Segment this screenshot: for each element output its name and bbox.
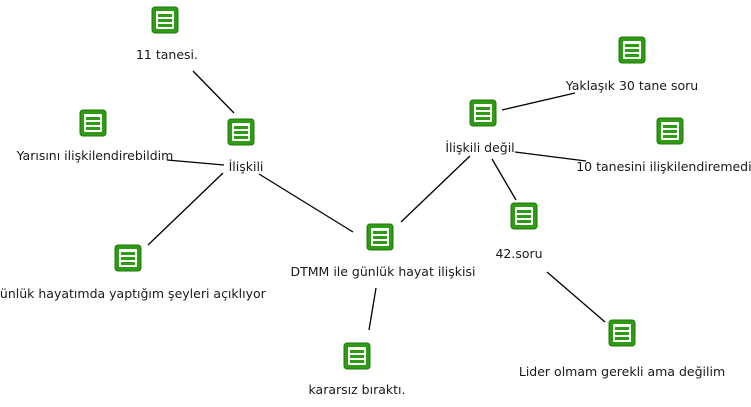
node-lider[interactable]: Lider olmam gerekli ama değilim: [519, 319, 725, 379]
node-11-tanesi[interactable]: 11 tanesi.: [136, 6, 198, 62]
nodes-layer: DTMM ile günlük hayat ilişkisi İlişkili İl…: [0, 6, 751, 397]
node-iliskili[interactable]: İlişkili: [227, 118, 264, 174]
document-icon: [79, 109, 107, 137]
edges-layer: [147, 70, 606, 331]
node-center[interactable]: DTMM ile günlük hayat ilişkisi: [291, 223, 476, 279]
node-label-gunluk: Günlük hayatımda yaptığım şeyleri açıklı…: [0, 286, 267, 301]
edge-iliskili-to-yarisini: [166, 159, 225, 166]
document-icon: [656, 117, 684, 145]
document-icon: [510, 202, 538, 230]
node-10-tanesini[interactable]: 10 tanesini ilişkilendiremedim: [576, 117, 751, 174]
node-42-soru[interactable]: 42.soru: [495, 202, 543, 261]
edge-center-to-iliskili: [258, 173, 354, 233]
document-icon: [608, 319, 636, 347]
edge-iliskili-to-gunluk: [147, 172, 224, 246]
document-icon: [114, 244, 142, 272]
node-label-iliskili-degil: İlişkili değil: [445, 140, 514, 155]
node-iliskili-degil[interactable]: İlişkili değil: [445, 99, 515, 155]
node-label-11-tanesi: 11 tanesi.: [136, 47, 198, 62]
edge-iliskili-to-11-tanesi: [192, 70, 235, 114]
document-icon: [227, 118, 255, 146]
edge-42-soru-to-lider: [546, 271, 606, 323]
node-label-yarisini: Yarısını ilişkilendirebildim: [16, 148, 174, 163]
edge-iliskili-degil-to-42-soru: [491, 158, 517, 201]
document-icon: [366, 223, 394, 251]
node-yaklasik[interactable]: Yaklaşık 30 tane soru: [565, 36, 698, 93]
node-label-center: DTMM ile günlük hayat ilişkisi: [291, 264, 476, 279]
edge-iliskili-degil-to-yaklasik: [501, 92, 576, 111]
node-gunluk[interactable]: Günlük hayatımda yaptığım şeyleri açıklı…: [0, 244, 267, 301]
document-icon: [469, 99, 497, 127]
node-yarisini[interactable]: Yarısını ilişkilendirebildim: [16, 109, 174, 163]
edge-iliskili-degil-to-10-tanesini: [514, 151, 587, 162]
edge-center-to-iliskili-degil: [400, 155, 471, 223]
node-label-10-tanesini: 10 tanesini ilişkilendiremedim: [576, 159, 751, 174]
node-label-yaklasik: Yaklaşık 30 tane soru: [565, 78, 698, 93]
node-label-kararsiz: kararsız bıraktı.: [309, 382, 406, 397]
node-label-42-soru: 42.soru: [495, 246, 542, 261]
node-label-iliskili: İlişkili: [229, 159, 264, 174]
node-kararsiz[interactable]: kararsız bıraktı.: [309, 342, 406, 397]
document-icon: [151, 6, 179, 34]
document-icon: [618, 36, 646, 64]
edge-center-to-kararsiz: [368, 287, 377, 331]
node-label-lider: Lider olmam gerekli ama değilim: [519, 364, 725, 379]
document-icon: [343, 342, 371, 370]
